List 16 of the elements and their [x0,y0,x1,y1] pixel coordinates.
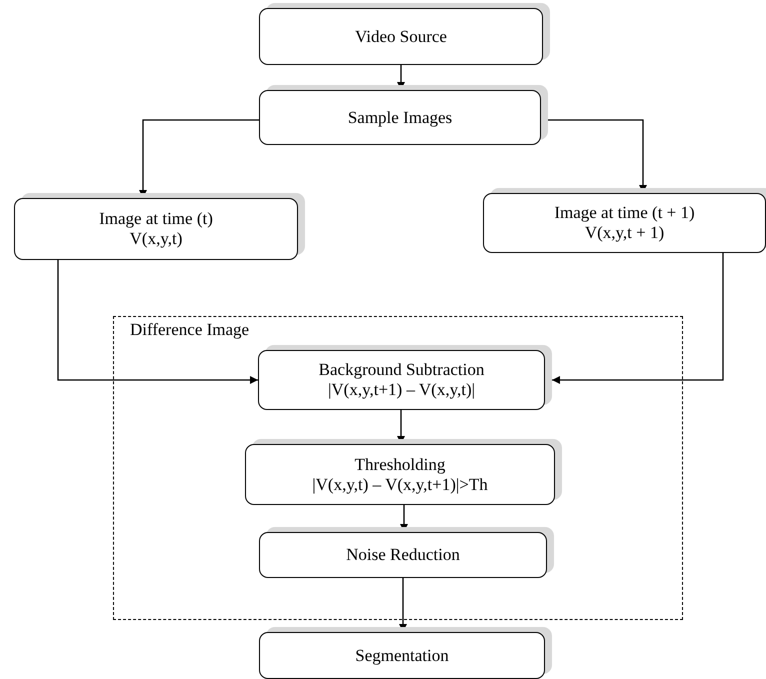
formula-text: |V(x,y,t+1) – V(x,y,t)| [328,380,476,400]
arrow [57,260,258,384]
group-heading: Difference Image [130,320,250,340]
box-title: Image at time (t + 1) [554,203,695,223]
box-title: Background Subtraction [318,360,484,380]
box-title: Image at time (t) [99,209,213,229]
box-title: Sample Images [348,108,452,128]
arrow [552,253,724,384]
box-title: Noise Reduction [346,545,460,565]
box-title: Thresholding [354,454,446,474]
formula-text: V(x,y,t) [130,229,182,249]
formula-text: |V(x,y,t) – V(x,y,t+1)|>Th [312,474,488,494]
dashed-group-box [113,316,683,620]
box-title: Video Source [355,26,447,46]
formula-text: V(x,y,t + 1) [584,223,664,243]
box-title: Segmentation [355,646,449,666]
